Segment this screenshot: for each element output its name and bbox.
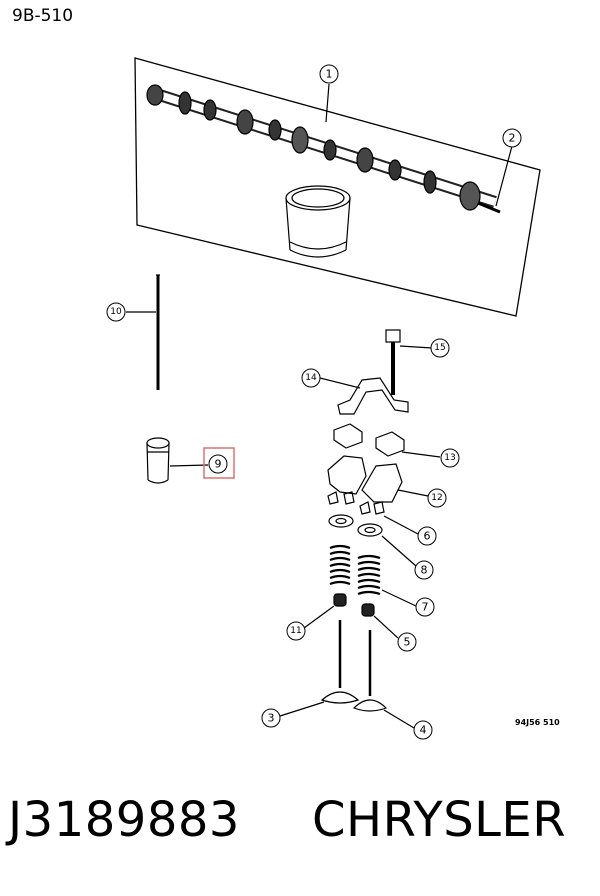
callout-10: 10 bbox=[106, 302, 126, 322]
callout-4: 4 bbox=[413, 720, 433, 740]
callout-1: 1 bbox=[319, 64, 339, 84]
callout-5: 5 bbox=[397, 632, 417, 652]
svg-text:14: 14 bbox=[305, 373, 317, 383]
valve-seal-drawing bbox=[333, 593, 375, 617]
svg-text:6: 6 bbox=[424, 530, 431, 543]
callout-6: 6 bbox=[417, 526, 437, 546]
svg-text:8: 8 bbox=[421, 564, 428, 577]
svg-text:3: 3 bbox=[268, 712, 275, 725]
rocker-bridge-drawing bbox=[337, 377, 409, 415]
part-number: J3189883 bbox=[8, 792, 240, 848]
svg-text:13: 13 bbox=[444, 453, 455, 463]
spring-retainer-drawing bbox=[328, 514, 383, 537]
camshaft-drawing bbox=[146, 84, 501, 214]
callout-7: 7 bbox=[415, 597, 435, 617]
svg-text:1: 1 bbox=[326, 68, 333, 81]
svg-text:15: 15 bbox=[434, 343, 445, 353]
valve-keeper-drawing bbox=[327, 491, 385, 515]
callout-3: 3 bbox=[261, 708, 281, 728]
callout-15: 15 bbox=[430, 338, 450, 358]
callout-8: 8 bbox=[414, 560, 434, 580]
figure-code: 94J56 510 bbox=[515, 718, 560, 727]
rocker-arm-drawing bbox=[327, 455, 403, 503]
svg-text:10: 10 bbox=[110, 307, 122, 317]
svg-text:7: 7 bbox=[422, 601, 429, 614]
valve-drawing bbox=[320, 620, 388, 712]
callout-2: 2 bbox=[502, 128, 522, 148]
lubricant-can-drawing bbox=[285, 185, 351, 258]
svg-text:9: 9 bbox=[215, 458, 222, 471]
camshaft-kit-panel bbox=[134, 57, 541, 317]
page-reference: 9B-510 bbox=[12, 6, 74, 26]
svg-text:11: 11 bbox=[290, 626, 301, 636]
callout-13: 13 bbox=[440, 448, 460, 468]
callout-9: 9 bbox=[208, 454, 228, 474]
pivot-drawing bbox=[333, 423, 405, 457]
callout-14: 14 bbox=[301, 368, 321, 388]
brand-name: CHRYSLER bbox=[312, 792, 567, 848]
valve-spring-drawing bbox=[329, 544, 381, 596]
highlight-box bbox=[203, 447, 235, 479]
callout-11: 11 bbox=[286, 621, 306, 641]
exploded-parts-diagram: 1 2 3 4 5 6 7 8 9 10 11 12 13 14 15 bbox=[106, 57, 541, 740]
svg-text:4: 4 bbox=[420, 724, 427, 737]
svg-text:5: 5 bbox=[404, 636, 411, 649]
lifter-drawing bbox=[146, 437, 170, 484]
svg-text:12: 12 bbox=[431, 493, 442, 503]
bolt-drawing bbox=[385, 329, 401, 395]
push-rod-drawing bbox=[156, 274, 160, 390]
callout-12: 12 bbox=[427, 488, 447, 508]
svg-text:2: 2 bbox=[509, 132, 516, 145]
